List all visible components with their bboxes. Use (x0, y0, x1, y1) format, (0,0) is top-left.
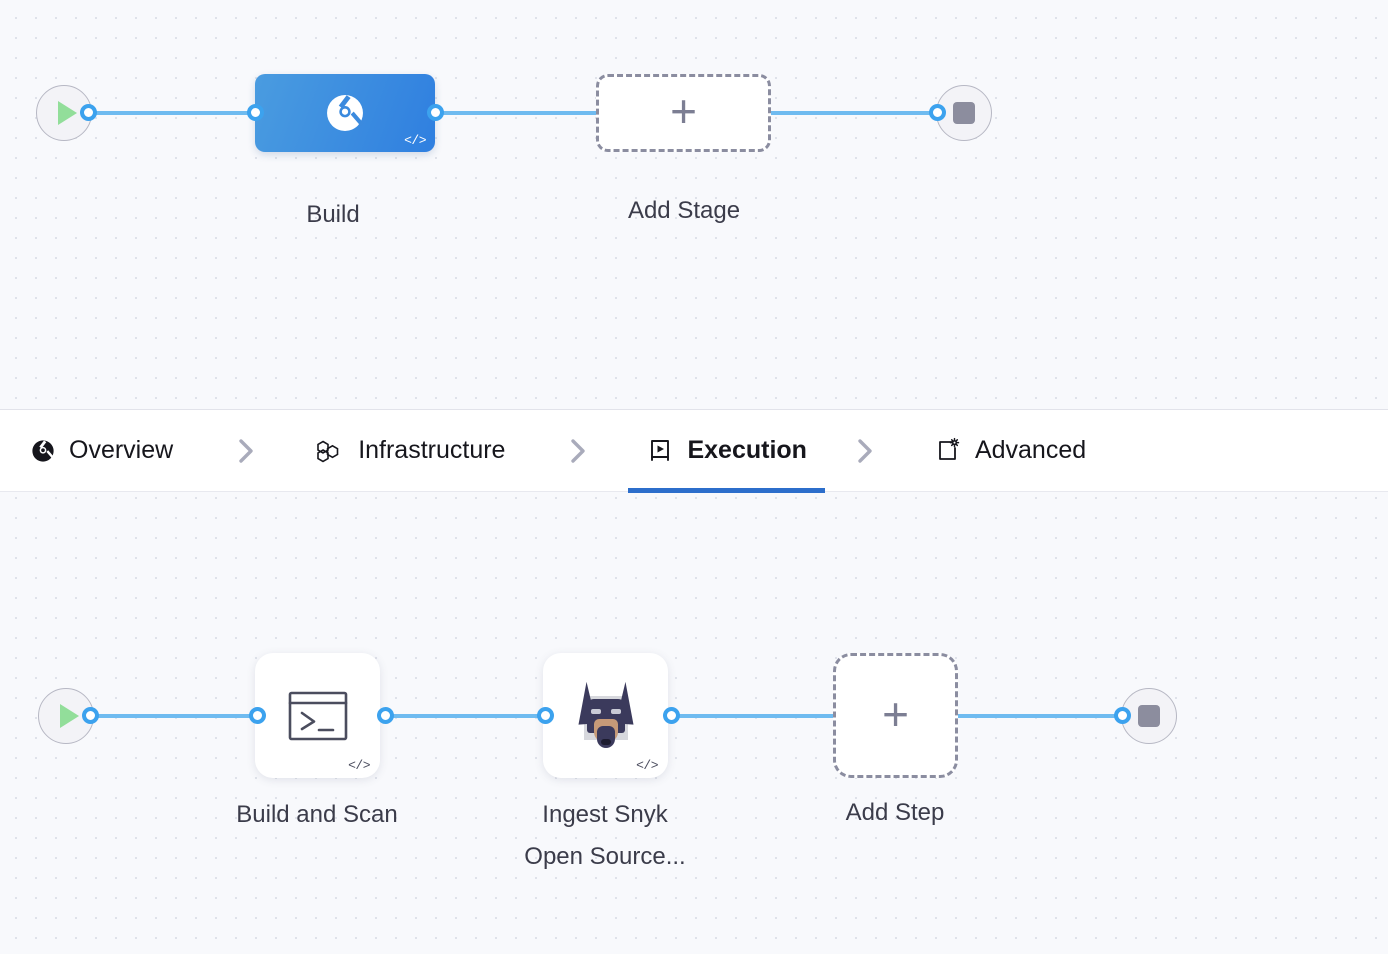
panel-gear-icon (934, 437, 962, 465)
step-node-ingest-snyk-open-source[interactable]: </> (543, 653, 668, 778)
play-in-frame-icon (646, 437, 674, 465)
add-step-button[interactable]: + (833, 653, 958, 778)
edge-build-and-scan-to-ingest-snyk (378, 714, 558, 718)
terminal-icon (288, 691, 347, 740)
step-ingest-snyk-output-dot[interactable] (663, 707, 680, 724)
snyk-doberman-icon (575, 680, 637, 750)
step-node-build-and-scan-label: Build and Scan (236, 801, 398, 828)
tab-infrastructure[interactable]: Infrastructure (317, 410, 505, 491)
play-icon (57, 101, 77, 125)
stage-start-connector-dot[interactable] (80, 104, 97, 121)
code-badge: </> (348, 758, 370, 773)
stage-node-build-label: Build (306, 201, 360, 228)
step-start-connector-dot[interactable] (82, 707, 99, 724)
ci-build-icon (327, 95, 364, 131)
edge-build-to-add-stage (428, 111, 608, 115)
add-step-label: Add Step (845, 799, 945, 826)
stage-build-output-dot[interactable] (427, 104, 444, 121)
stop-icon (1138, 705, 1160, 727)
tab-execution-label: Execution (687, 436, 807, 464)
chevron-right-icon (852, 434, 878, 468)
plus-icon: + (882, 687, 909, 740)
edge-start-to-build (88, 111, 263, 115)
step-build-and-scan-output-dot[interactable] (377, 707, 394, 724)
step-build-and-scan-input-dot[interactable] (249, 707, 266, 724)
chevron-right-icon (565, 434, 591, 468)
stage-end-node[interactable] (936, 85, 992, 141)
tab-execution[interactable]: Execution (628, 410, 826, 493)
code-badge: </> (636, 758, 658, 773)
add-stage-label: Add Stage (627, 197, 741, 224)
edge-add-step-to-end (950, 714, 1130, 718)
stage-graph: </> Build + Add Stage (0, 0, 1388, 409)
code-badge: </> (404, 133, 426, 148)
stage-end-connector-dot[interactable] (929, 104, 946, 121)
stop-icon (953, 102, 975, 124)
step-end-connector-dot[interactable] (1114, 707, 1131, 724)
tab-infrastructure-label: Infrastructure (358, 436, 506, 464)
edge-add-stage-to-end (760, 111, 950, 115)
step-graph: </> Build and Scan </> Ingest Snyk Open … (0, 492, 1388, 954)
step-node-ingest-snyk-label: Ingest Snyk Open Source... (524, 801, 686, 870)
step-node-build-and-scan[interactable]: </> (255, 653, 380, 778)
edge-ingest-snyk-to-add-step (664, 714, 849, 718)
stage-config-tabbar: Overview Infrastructure (0, 409, 1388, 493)
tab-overview-label: Overview (69, 436, 174, 464)
tab-overview[interactable]: Overview (30, 410, 173, 491)
stage-node-build[interactable]: </> (255, 74, 435, 152)
step-ingest-snyk-input-dot[interactable] (537, 707, 554, 724)
plus-icon: + (670, 85, 697, 137)
stage-build-input-dot[interactable] (247, 104, 264, 121)
chevron-right-icon (233, 434, 259, 468)
tab-advanced-label: Advanced (974, 436, 1087, 464)
hexagons-icon (317, 437, 345, 465)
play-icon (59, 704, 79, 728)
edge-start-to-build-and-scan (90, 714, 270, 718)
ci-build-icon (30, 438, 56, 464)
tab-advanced[interactable]: Advanced (934, 410, 1086, 491)
add-stage-button[interactable]: + (596, 74, 771, 152)
